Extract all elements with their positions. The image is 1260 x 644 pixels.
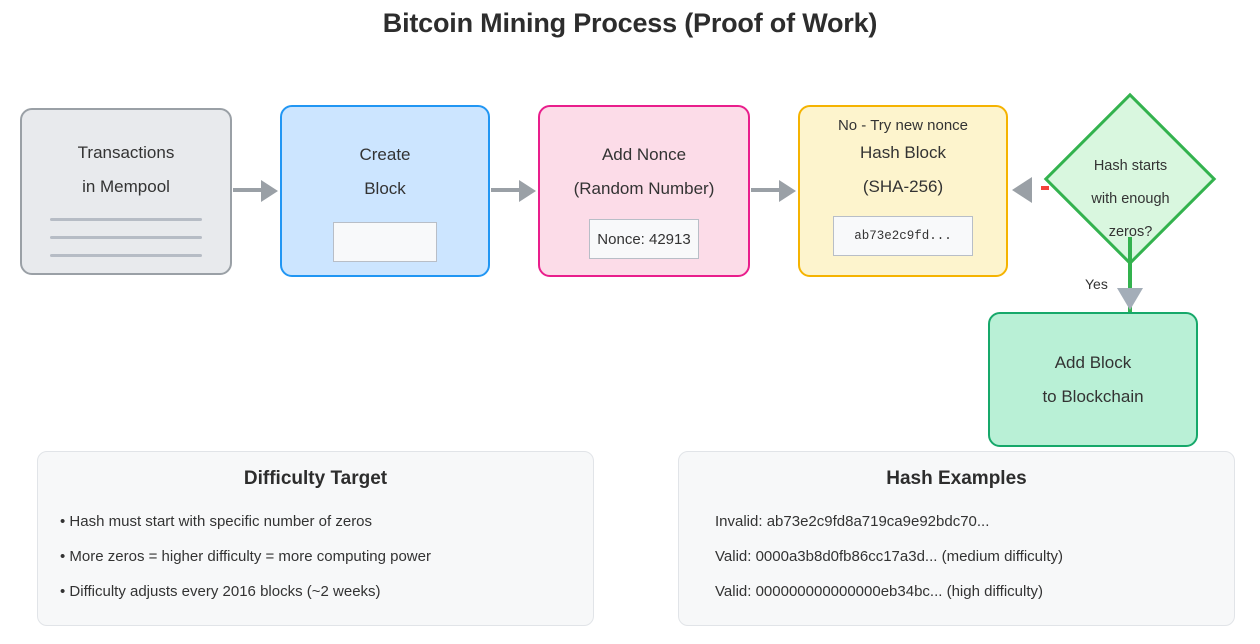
panel-difficulty-title: Difficulty Target bbox=[243, 468, 388, 489]
decision-line2: with enough bbox=[1091, 191, 1170, 207]
connector-create-to-nonce bbox=[491, 188, 521, 192]
panel-hash-example-item: Invalid: ab73e2c9fd8a719ca9e92bdc70... bbox=[715, 513, 990, 530]
node-mempool-line1: Transactions bbox=[77, 143, 175, 162]
panel-difficulty-target: Difficulty Target • Hash must start with… bbox=[37, 451, 594, 626]
transaction-line bbox=[50, 218, 202, 221]
node-nonce-line1: Add Nonce bbox=[601, 145, 687, 164]
arrow-head-right-icon bbox=[261, 180, 278, 202]
panel-difficulty-item: • Difficulty adjusts every 2016 blocks (… bbox=[60, 583, 381, 600]
decision-label: Hash starts with enough zeros? bbox=[1058, 150, 1203, 249]
panel-difficulty-item: • More zeros = higher difficulty = more … bbox=[60, 548, 431, 565]
transaction-line bbox=[50, 236, 202, 239]
panel-difficulty-item: • Hash must start with specific number o… bbox=[60, 513, 373, 530]
node-hash-block[interactable]: No - Try new nonce Hash Block (SHA-256) … bbox=[798, 105, 1008, 277]
node-add-block-to-blockchain[interactable]: Add Block to Blockchain bbox=[988, 312, 1198, 447]
connector-mempool-to-create bbox=[233, 188, 263, 192]
yes-branch-label: Yes bbox=[1085, 276, 1108, 292]
decision-line3: zeros? bbox=[1108, 224, 1153, 240]
arrow-head-left-icon bbox=[1012, 177, 1032, 203]
connector-yes-branch bbox=[1128, 237, 1132, 315]
node-create-block[interactable]: Create Block bbox=[280, 105, 490, 277]
nonce-value: Nonce: 42913 bbox=[589, 219, 699, 259]
node-create-line2: Block bbox=[364, 179, 406, 198]
panel-hash-example-item: Valid: 000000000000000eb34bc... (high di… bbox=[715, 583, 1044, 600]
arrow-head-right-icon bbox=[779, 180, 796, 202]
hash-value: ab73e2c9fd... bbox=[833, 216, 973, 256]
decision-line1: Hash starts bbox=[1093, 158, 1168, 174]
mempool-transaction-list bbox=[50, 218, 202, 257]
node-create-line1: Create bbox=[359, 145, 411, 164]
panel-hash-example-item: Valid: 0000a3b8d0fb86cc17a3d... (medium … bbox=[715, 548, 1063, 565]
panel-hash-examples-title: Hash Examples bbox=[886, 468, 1027, 489]
node-hash-line1: Hash Block bbox=[860, 143, 946, 162]
page-title: Bitcoin Mining Process (Proof of Work) bbox=[382, 8, 878, 38]
connector-nonce-to-hash bbox=[751, 188, 781, 192]
panel-hash-examples: Hash Examples Invalid: ab73e2c9fd8a719ca… bbox=[678, 451, 1235, 626]
node-addblock-line1: Add Block bbox=[1054, 352, 1132, 372]
node-mempool-line2: in Mempool bbox=[82, 177, 170, 196]
node-transactions-in-mempool[interactable]: Transactions in Mempool bbox=[20, 108, 232, 275]
no-branch-label: No - Try new nonce bbox=[837, 117, 969, 134]
transaction-line bbox=[50, 254, 202, 257]
arrow-head-right-icon bbox=[519, 180, 536, 202]
node-addblock-line2: to Blockchain bbox=[1042, 386, 1144, 406]
create-block-placeholder bbox=[333, 222, 437, 262]
node-nonce-line2: (Random Number) bbox=[573, 179, 715, 198]
arrow-head-down-icon bbox=[1117, 288, 1143, 310]
node-hash-line2: (SHA-256) bbox=[862, 177, 944, 196]
node-add-nonce[interactable]: Add Nonce (Random Number) Nonce: 42913 bbox=[538, 105, 750, 277]
